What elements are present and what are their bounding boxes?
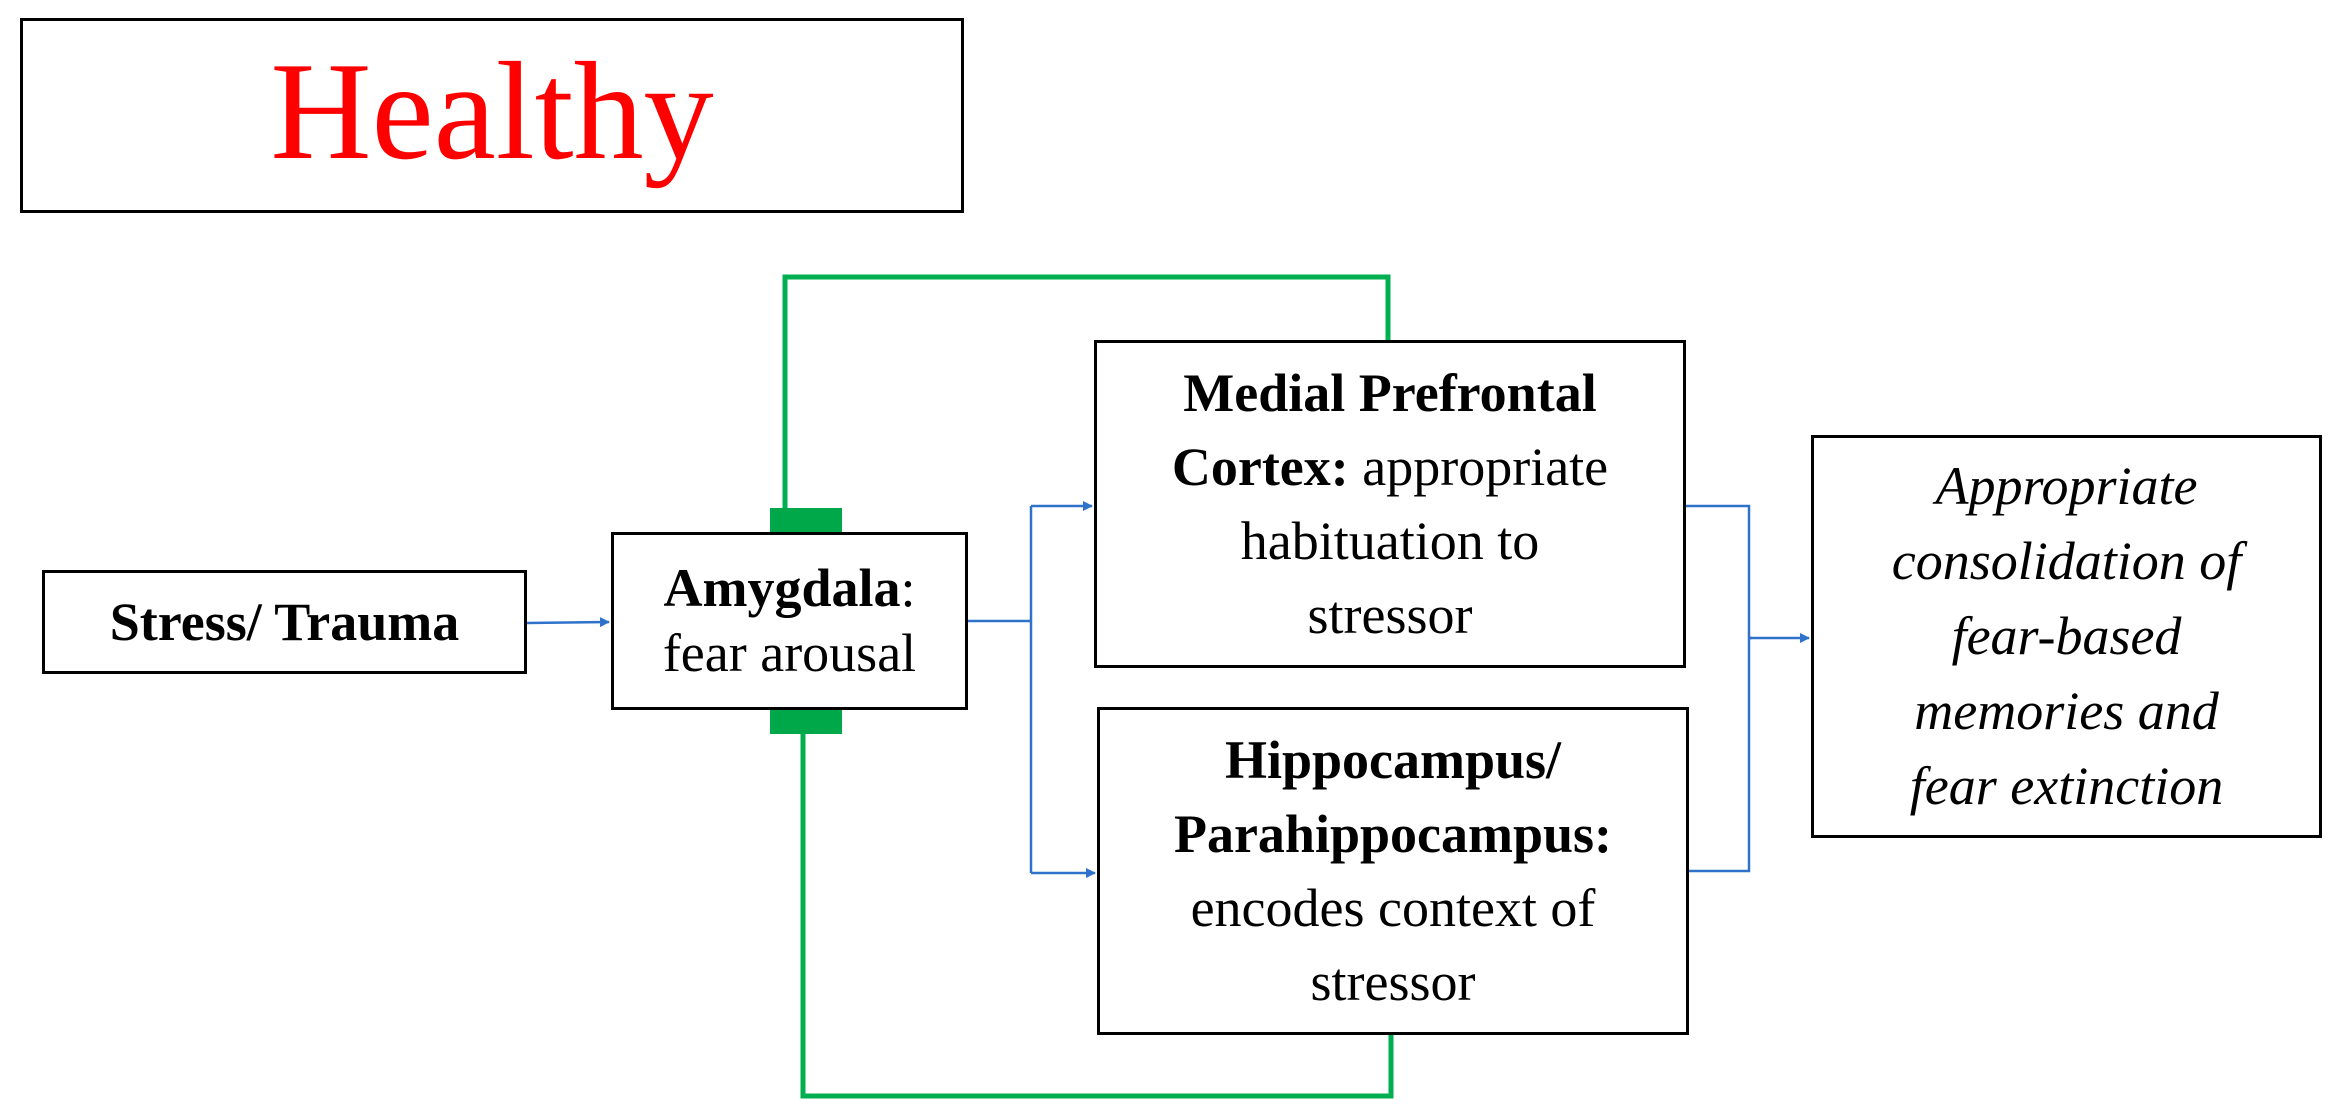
outcome-line-4: memories and <box>1914 681 2219 741</box>
hippocampus-line-3: encodes context of <box>1190 878 1596 938</box>
inhibitory-bar-top <box>770 508 842 532</box>
amygdala-description: fear arousal <box>662 623 917 683</box>
mpfc-line-4: stressor <box>1307 585 1473 645</box>
title-box: Healthy <box>20 18 964 213</box>
outcome-line-5: fear extinction <box>1909 756 2224 816</box>
hippocampus-name-part-2: Parahippocampus: <box>1173 804 1613 864</box>
arrow-amygdala-split <box>968 506 1033 873</box>
inhibitory-bar-bottom <box>770 710 842 734</box>
mpfc-name-part-2: Cortex: <box>1171 437 1349 497</box>
arrow-stress-to-amygdala <box>526 617 610 628</box>
page-title: Healthy <box>270 33 714 189</box>
amygdala-node: Amygdala: fear arousal <box>611 532 968 710</box>
mpfc-description-part-1: appropriate <box>1348 437 1609 497</box>
mpfc-line-1: Medial Prefrontal <box>1172 356 1608 430</box>
outcome-line-1: Appropriate <box>1935 456 2198 516</box>
hippocampus-name-part-1: Hippocampus/ <box>1224 730 1562 790</box>
hippocampus-line-1: Hippocampus/ <box>1174 723 1612 797</box>
amygdala-colon: : <box>900 558 916 619</box>
amygdala-title-line: Amygdala: <box>663 556 916 621</box>
stress-trauma-label: Stress/ Trauma <box>109 592 460 652</box>
hippocampus-line-2: Parahippocampus: <box>1174 797 1612 871</box>
feedback-line-mpfc <box>782 274 1391 510</box>
stress-trauma-node: Stress/ Trauma <box>42 570 527 674</box>
mpfc-line-3: habituation to <box>1240 511 1540 571</box>
amygdala-name: Amygdala <box>663 558 901 619</box>
outcome-line-2: consolidation of <box>1891 531 2242 591</box>
medial-prefrontal-cortex-node: Medial Prefrontal Cortex: appropriate ha… <box>1094 340 1686 668</box>
hippocampus-line-4: stressor <box>1310 952 1476 1012</box>
feedback-line-hippocampus <box>800 733 1394 1099</box>
arrow-convergence <box>1686 504 1752 873</box>
outcome-line-3: fear-based <box>1951 606 2182 666</box>
hippocampus-node: Hippocampus/ Parahippocampus: encodes co… <box>1097 707 1689 1035</box>
mpfc-name-part-1: Medial Prefrontal <box>1183 363 1597 423</box>
outcome-node: Appropriate consolidation of fear-based … <box>1811 435 2322 838</box>
mpfc-line-2: Cortex: appropriate <box>1172 430 1608 504</box>
